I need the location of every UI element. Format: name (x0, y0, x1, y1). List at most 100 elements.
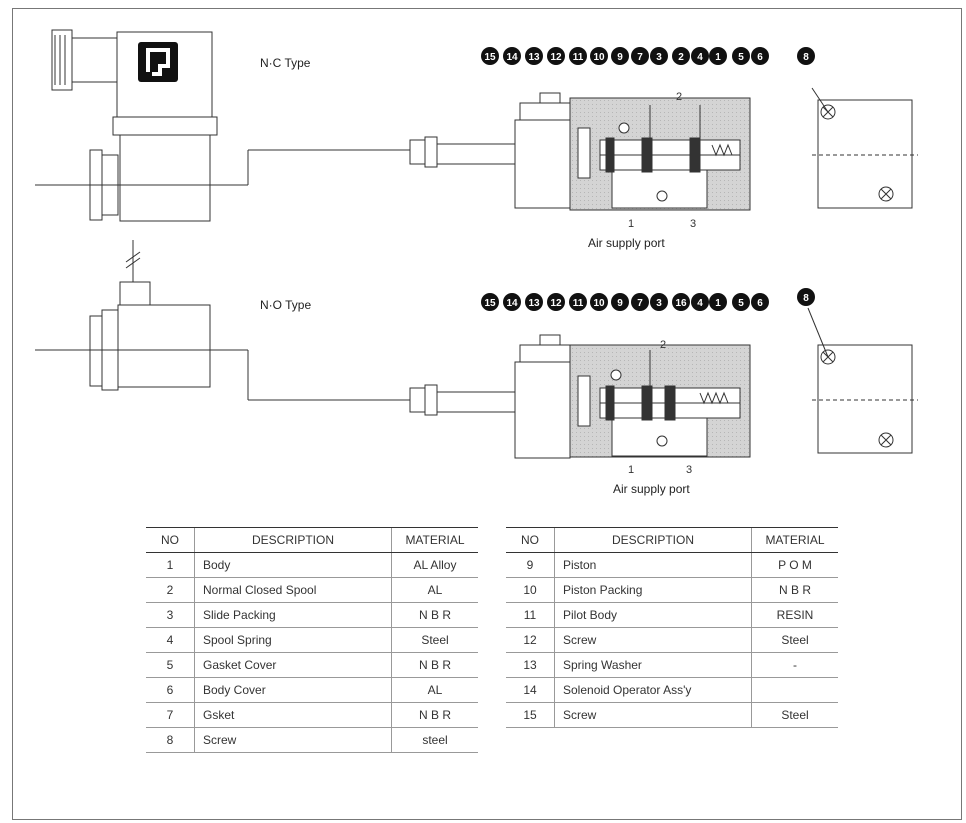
part-number-cell: 10 (506, 577, 555, 603)
callout-number: 6 (757, 52, 763, 63)
nc-port-1: 1 (628, 218, 634, 230)
coil-side-view (89, 240, 211, 391)
part-material-cell: P O M (751, 552, 838, 578)
part-number-cell: 3 (146, 602, 195, 628)
callout-number: 13 (528, 298, 540, 309)
leader-lines (35, 149, 410, 401)
callout-number: 9 (617, 298, 623, 309)
part-description-cell: Spool Spring (194, 627, 392, 653)
part-number-cell: 1 (146, 552, 195, 578)
part-description-cell: Gsket (194, 702, 392, 728)
part-description-cell: Piston Packing (554, 577, 752, 603)
callout-badge (751, 47, 769, 65)
nc-screw-callout: 8 (797, 47, 815, 65)
part-description-cell: Pilot Body (554, 602, 752, 628)
callout-number: 12 (550, 298, 562, 309)
part-number-cell: 7 (146, 702, 195, 728)
callout-badge (503, 293, 521, 311)
callout-badge (732, 47, 750, 65)
part-material-cell: AL (391, 577, 478, 603)
part-material-cell: N B R (391, 602, 478, 628)
callout-number: 14 (506, 298, 518, 309)
connector-side-view (51, 29, 218, 222)
part-number-cell: 9 (506, 552, 555, 578)
part-number-cell: 13 (506, 652, 555, 678)
callout-badge (525, 293, 543, 311)
col-material-header: MATERIAL (751, 527, 838, 553)
callout-badge (650, 47, 668, 65)
callout-number: 3 (656, 298, 662, 309)
callout-badge (732, 293, 750, 311)
no-air-supply-label: Air supply port (613, 482, 690, 496)
part-number-cell: 2 (146, 577, 195, 603)
callout-badge (503, 47, 521, 65)
callout-badge (691, 293, 709, 311)
part-number-cell: 4 (146, 627, 195, 653)
callout-number: 4 (697, 52, 703, 63)
no-port-2: 2 (660, 339, 666, 351)
callout-number: 16 (675, 298, 687, 309)
part-description-cell: Body Cover (194, 677, 392, 703)
callout-badge (547, 293, 565, 311)
part-number-cell: 14 (506, 677, 555, 703)
callout-number: 7 (637, 298, 643, 309)
col-description-header: DESCRIPTION (194, 527, 392, 553)
part-description-cell: Screw (554, 627, 752, 653)
part-number-cell: 15 (506, 702, 555, 728)
callout-badge (631, 293, 649, 311)
nc-port-2: 2 (676, 91, 682, 103)
part-description-cell: Spring Washer (554, 652, 752, 678)
callout-badge (611, 293, 629, 311)
callout-number: 3 (656, 52, 662, 63)
part-material-cell: N B R (391, 702, 478, 728)
part-number-cell: 11 (506, 602, 555, 628)
part-material-cell (751, 677, 838, 703)
callout-badge (691, 47, 709, 65)
callout-badge (672, 293, 690, 311)
callout-number: 15 (484, 298, 496, 309)
part-number-cell: 5 (146, 652, 195, 678)
no-port-3: 3 (686, 464, 692, 476)
nc-cover-view (811, 87, 918, 209)
nc-valve-assembly (409, 92, 751, 211)
part-material-cell: RESIN (751, 602, 838, 628)
part-material-cell: Steel (391, 627, 478, 653)
callout-number: 7 (637, 52, 643, 63)
part-material-cell: AL Alloy (391, 552, 478, 578)
col-description-header: DESCRIPTION (554, 527, 752, 553)
callout-number: 5 (738, 298, 744, 309)
callout-number: 1 (715, 52, 721, 63)
no-port-1: 1 (628, 464, 634, 476)
part-material-cell: Steel (751, 627, 838, 653)
col-no-header: NO (146, 527, 195, 553)
part-description-cell: Slide Packing (194, 602, 392, 628)
part-number-cell: 12 (506, 627, 555, 653)
callout-badge (631, 47, 649, 65)
part-material-cell: Steel (751, 702, 838, 728)
part-description-cell: Piston (554, 552, 752, 578)
no-screw-callout: 8 (797, 288, 815, 306)
nc-air-supply-label: Air supply port (588, 236, 665, 250)
svg-text:8: 8 (803, 52, 809, 63)
callout-number: 6 (757, 298, 763, 309)
callout-number: 13 (528, 52, 540, 63)
callout-badge (590, 293, 608, 311)
callout-number: 1 (715, 298, 721, 309)
callout-badge (751, 293, 769, 311)
callout-number: 10 (593, 298, 605, 309)
no-cover-view (807, 307, 918, 454)
